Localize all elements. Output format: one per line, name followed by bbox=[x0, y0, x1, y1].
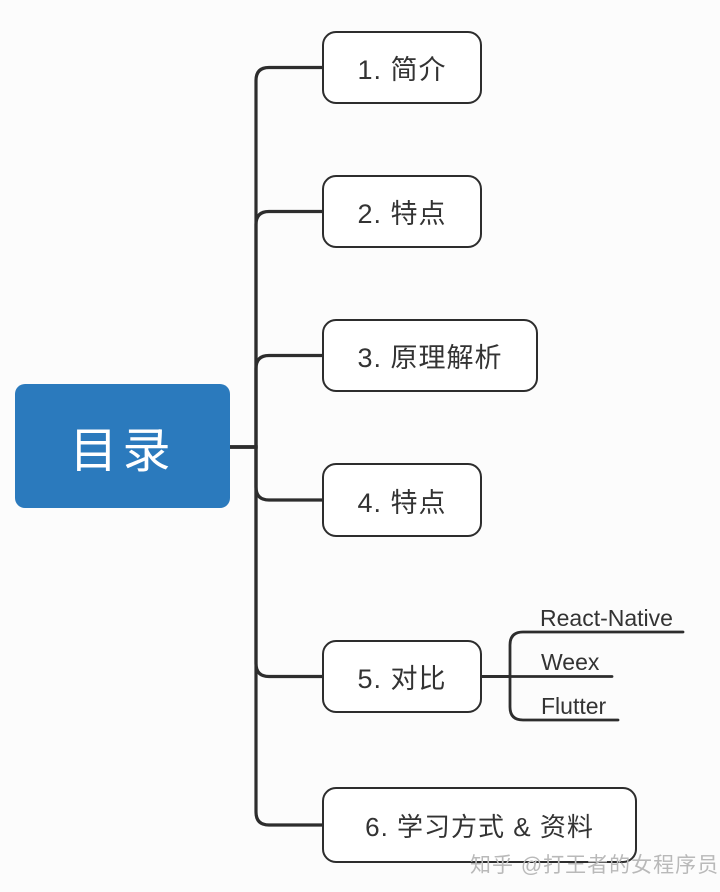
topic-node-1-label: 1. 简介 bbox=[357, 55, 447, 85]
topic-node-1: 1. 简介 bbox=[322, 31, 482, 104]
topic-node-5-label: 5. 对比 bbox=[357, 664, 447, 694]
zhihu-watermark: 知乎 @打王者的女程序员 bbox=[470, 854, 720, 877]
topic-node-3-label: 3. 原理解析 bbox=[357, 343, 503, 373]
connector-branch-6 bbox=[228, 445, 324, 827]
root-node-label: 目录 bbox=[69, 425, 176, 478]
subnode-flutter: Flutter bbox=[541, 693, 607, 719]
topic-node-5: 5. 对比 bbox=[322, 640, 482, 713]
subnode-weex: Weex bbox=[541, 649, 600, 675]
topic-node-2: 2. 特点 bbox=[322, 175, 482, 248]
root-node: 目录 bbox=[15, 384, 230, 508]
connector-branch-4 bbox=[228, 445, 324, 502]
topic-node-3: 3. 原理解析 bbox=[322, 319, 538, 392]
topic-node-2-label: 2. 特点 bbox=[357, 199, 447, 229]
connector-branch-2 bbox=[228, 209, 324, 449]
connector-subnode-flutter bbox=[480, 675, 620, 722]
subnode-react-native: React-Native bbox=[540, 605, 673, 631]
topic-node-4-label: 4. 特点 bbox=[357, 487, 447, 518]
topic-node-6-label: 6. 学习方式 & 资料 bbox=[365, 811, 594, 842]
topic-node-4: 4. 特点 bbox=[322, 463, 482, 537]
connector-branch-5 bbox=[228, 445, 324, 679]
topic-node-6: 6. 学习方式 & 资料 bbox=[322, 787, 637, 863]
connector-branch-1 bbox=[228, 65, 324, 449]
connector-branch-3 bbox=[228, 353, 324, 449]
connector-subnode-react-native bbox=[480, 630, 685, 678]
